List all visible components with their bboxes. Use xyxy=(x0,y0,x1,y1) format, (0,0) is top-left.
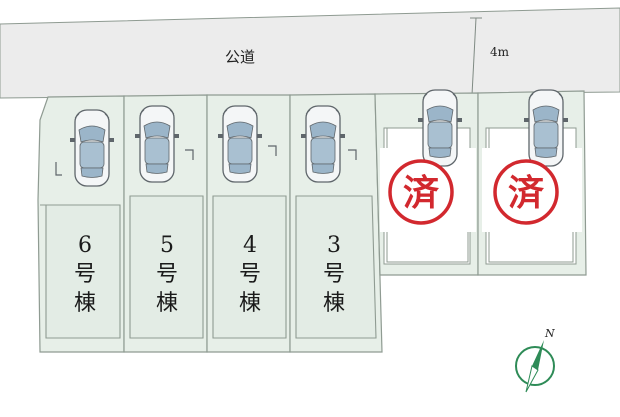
road-label: 公道 xyxy=(225,48,255,66)
sold-stamp-lot-2: 済 xyxy=(388,159,454,225)
sold-stamp-lot-1: 済 xyxy=(493,159,559,225)
lot-6-number: 6 xyxy=(78,233,92,258)
car-icon-lot-5 xyxy=(134,105,180,183)
svg-text:済: 済 xyxy=(403,172,439,214)
house-footprint-6 xyxy=(45,204,121,339)
house-footprint-5 xyxy=(129,195,204,339)
svg-text:済: 済 xyxy=(508,172,544,214)
lot-6-suffix2: 棟 xyxy=(74,291,96,316)
road-width-line xyxy=(471,17,477,96)
lot-3-number: 3 xyxy=(327,233,341,258)
lot-5-suffix1: 号 xyxy=(156,262,178,287)
house-footprint-3 xyxy=(295,195,377,339)
lot-4-suffix1: 号 xyxy=(239,262,261,287)
lot-6-suffix1: 号 xyxy=(74,262,96,287)
car-icon-lot-6 xyxy=(69,109,115,187)
lot-5-suffix2: 棟 xyxy=(156,291,178,316)
lot-4 xyxy=(206,94,291,353)
car-icon-lot-3 xyxy=(300,105,346,183)
road-width-label: 4m xyxy=(490,45,510,59)
car-icon-lot-4 xyxy=(217,105,263,183)
car-icon-lot-1 xyxy=(523,89,569,167)
compass-icon: N xyxy=(515,327,555,393)
house-footprint-4 xyxy=(212,195,287,339)
lot-4-number: 4 xyxy=(243,233,257,258)
compass-north-label: N xyxy=(544,327,555,340)
lot-3-suffix1: 号 xyxy=(323,262,345,287)
public-road xyxy=(0,7,620,99)
lot-4-suffix2: 棟 xyxy=(239,291,261,316)
lot-5-number: 5 xyxy=(160,233,174,258)
lot-3-suffix2: 棟 xyxy=(323,291,345,316)
car-icon-lot-2 xyxy=(417,89,463,167)
